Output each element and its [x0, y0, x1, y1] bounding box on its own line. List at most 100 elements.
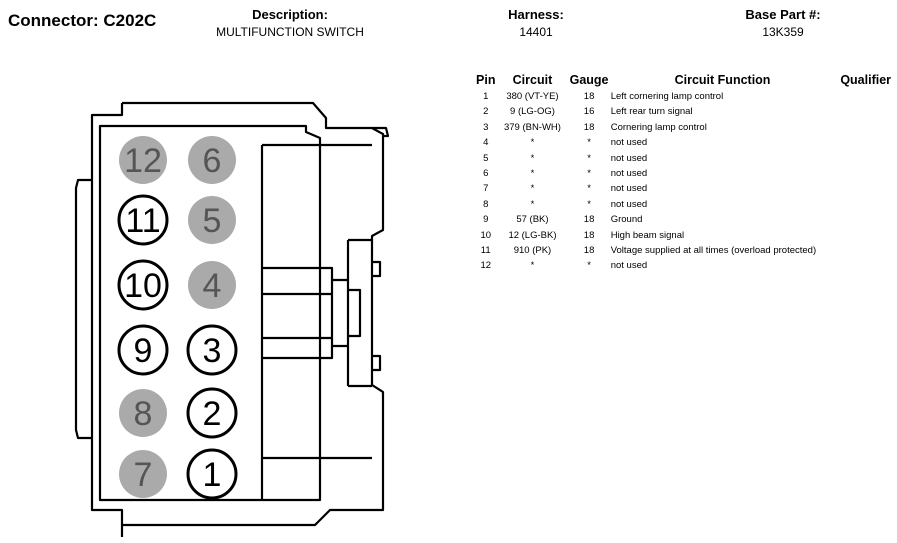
pin-circle: [119, 136, 167, 184]
cell-qualifier: [834, 197, 897, 212]
cell-qualifier: [834, 228, 897, 243]
cell-qualifier: [834, 212, 897, 227]
pin-number: 9: [134, 332, 153, 370]
cell-gauge: 18: [583, 245, 595, 257]
pinout-table: Pin Circuit Gauge Circuit Function Quali…: [474, 73, 897, 274]
cell-function: not used: [610, 260, 648, 272]
cell-function: Voltage supplied at all times (overload …: [610, 245, 817, 257]
pin-cavity-4: 4: [188, 261, 236, 309]
table-row: 7**not used: [474, 181, 897, 196]
cell-gauge: *: [587, 137, 591, 149]
description-value: MULTIFUNCTION SWITCH: [216, 25, 364, 39]
pin-cavity-2: 2: [186, 387, 238, 439]
pin-number: 10: [124, 267, 162, 305]
cell-gauge: *: [587, 168, 591, 180]
cell-function: not used: [610, 137, 648, 149]
cell-circuit: 380 (VT-YE): [506, 91, 559, 102]
cell-circuit: 12 (LG-BK): [508, 229, 557, 241]
harness-value: 14401: [519, 25, 553, 39]
cell-qualifier: [834, 243, 897, 258]
table-row: 8 * * not used: [474, 197, 897, 212]
cell-function: not used: [610, 198, 648, 210]
cell-circuit: 57 (BK): [516, 214, 549, 226]
cell-circuit: 379 (BN-WH): [503, 121, 561, 133]
col-header-gauge: Gauge: [569, 73, 609, 87]
base-part-value: 13K359: [762, 25, 804, 39]
pin-cavity-3: 3: [186, 324, 238, 376]
cell-gauge: 16: [583, 106, 595, 118]
cell-gauge: 18: [583, 214, 595, 226]
cell-circuit: *: [530, 183, 535, 195]
cell-gauge: *: [587, 183, 591, 195]
cell-circuit: *: [530, 137, 535, 149]
cell-gauge: *: [587, 152, 591, 164]
cell-circuit: *: [530, 260, 535, 272]
pin-number: 3: [203, 332, 222, 370]
pin-circle: [188, 136, 236, 184]
cell-pin: 8: [483, 198, 489, 210]
cell-circuit: *: [530, 198, 535, 210]
cell-qualifier: [834, 120, 897, 135]
pin-circle: [186, 448, 238, 500]
col-header-function: Circuit Function: [674, 73, 771, 87]
cell-qualifier: [834, 89, 897, 104]
table-row: 4**not used: [474, 135, 897, 150]
pin-number: 11: [125, 202, 160, 240]
cell-qualifier: [834, 181, 897, 196]
pin-number: 5: [203, 202, 222, 240]
pin-cavity-6: 6: [188, 136, 236, 184]
cell-function: High beam signal: [610, 229, 685, 241]
pin-circle: [117, 259, 169, 311]
cell-function: Left rear turn signal: [610, 106, 693, 118]
pin-cavity-10: 10: [117, 259, 169, 311]
cell-function: not used: [610, 152, 648, 164]
pin-circle: [186, 324, 238, 376]
table-row: 12**not used: [474, 258, 897, 273]
pin-cavity-5: 5: [188, 196, 236, 244]
cell-pin: 10: [480, 229, 492, 241]
pin-circle: [188, 261, 236, 309]
cell-function: Cornering lamp control: [610, 121, 707, 133]
cell-gauge: 18: [583, 91, 595, 102]
connector-title: Connector: C202C: [8, 11, 157, 30]
pin-circle: [119, 450, 167, 498]
cell-qualifier: [834, 258, 897, 273]
pin-cavity-1: 1: [186, 448, 238, 500]
connector-housing-outline: [74, 101, 390, 537]
col-header-pin: Pin: [476, 73, 496, 87]
cell-qualifier: [834, 166, 897, 181]
pin-cavity-9: 9: [117, 324, 169, 376]
pin-circle: [117, 324, 169, 376]
pin-circle: [117, 194, 169, 246]
cell-function: Ground: [610, 214, 643, 226]
description-label: Description:: [252, 7, 328, 22]
base-part-label: Base Part #:: [745, 7, 821, 22]
cell-qualifier: [834, 135, 897, 150]
pin-cavity-7: 7: [119, 450, 167, 498]
cell-pin: 12: [480, 260, 492, 272]
pin-number: 6: [203, 142, 222, 180]
cell-gauge: *: [587, 198, 591, 210]
cell-circuit: 910 (PK): [513, 245, 552, 257]
harness-label: Harness:: [508, 7, 564, 22]
pin-number: 1: [203, 456, 222, 494]
cell-pin: 2: [483, 106, 489, 118]
cell-circuit: *: [530, 168, 535, 180]
pin-circle: [186, 387, 238, 439]
pin-number: 4: [203, 267, 222, 305]
cell-qualifier: [834, 151, 897, 166]
pin-number: 7: [134, 456, 153, 494]
table-row: 6**not used: [474, 166, 897, 181]
pin-number: 12: [124, 142, 162, 180]
cell-pin: 6: [483, 168, 489, 180]
pin-circle: [119, 389, 167, 437]
table-header-row: Pin Circuit Gauge Circuit Function Quali…: [474, 73, 897, 89]
